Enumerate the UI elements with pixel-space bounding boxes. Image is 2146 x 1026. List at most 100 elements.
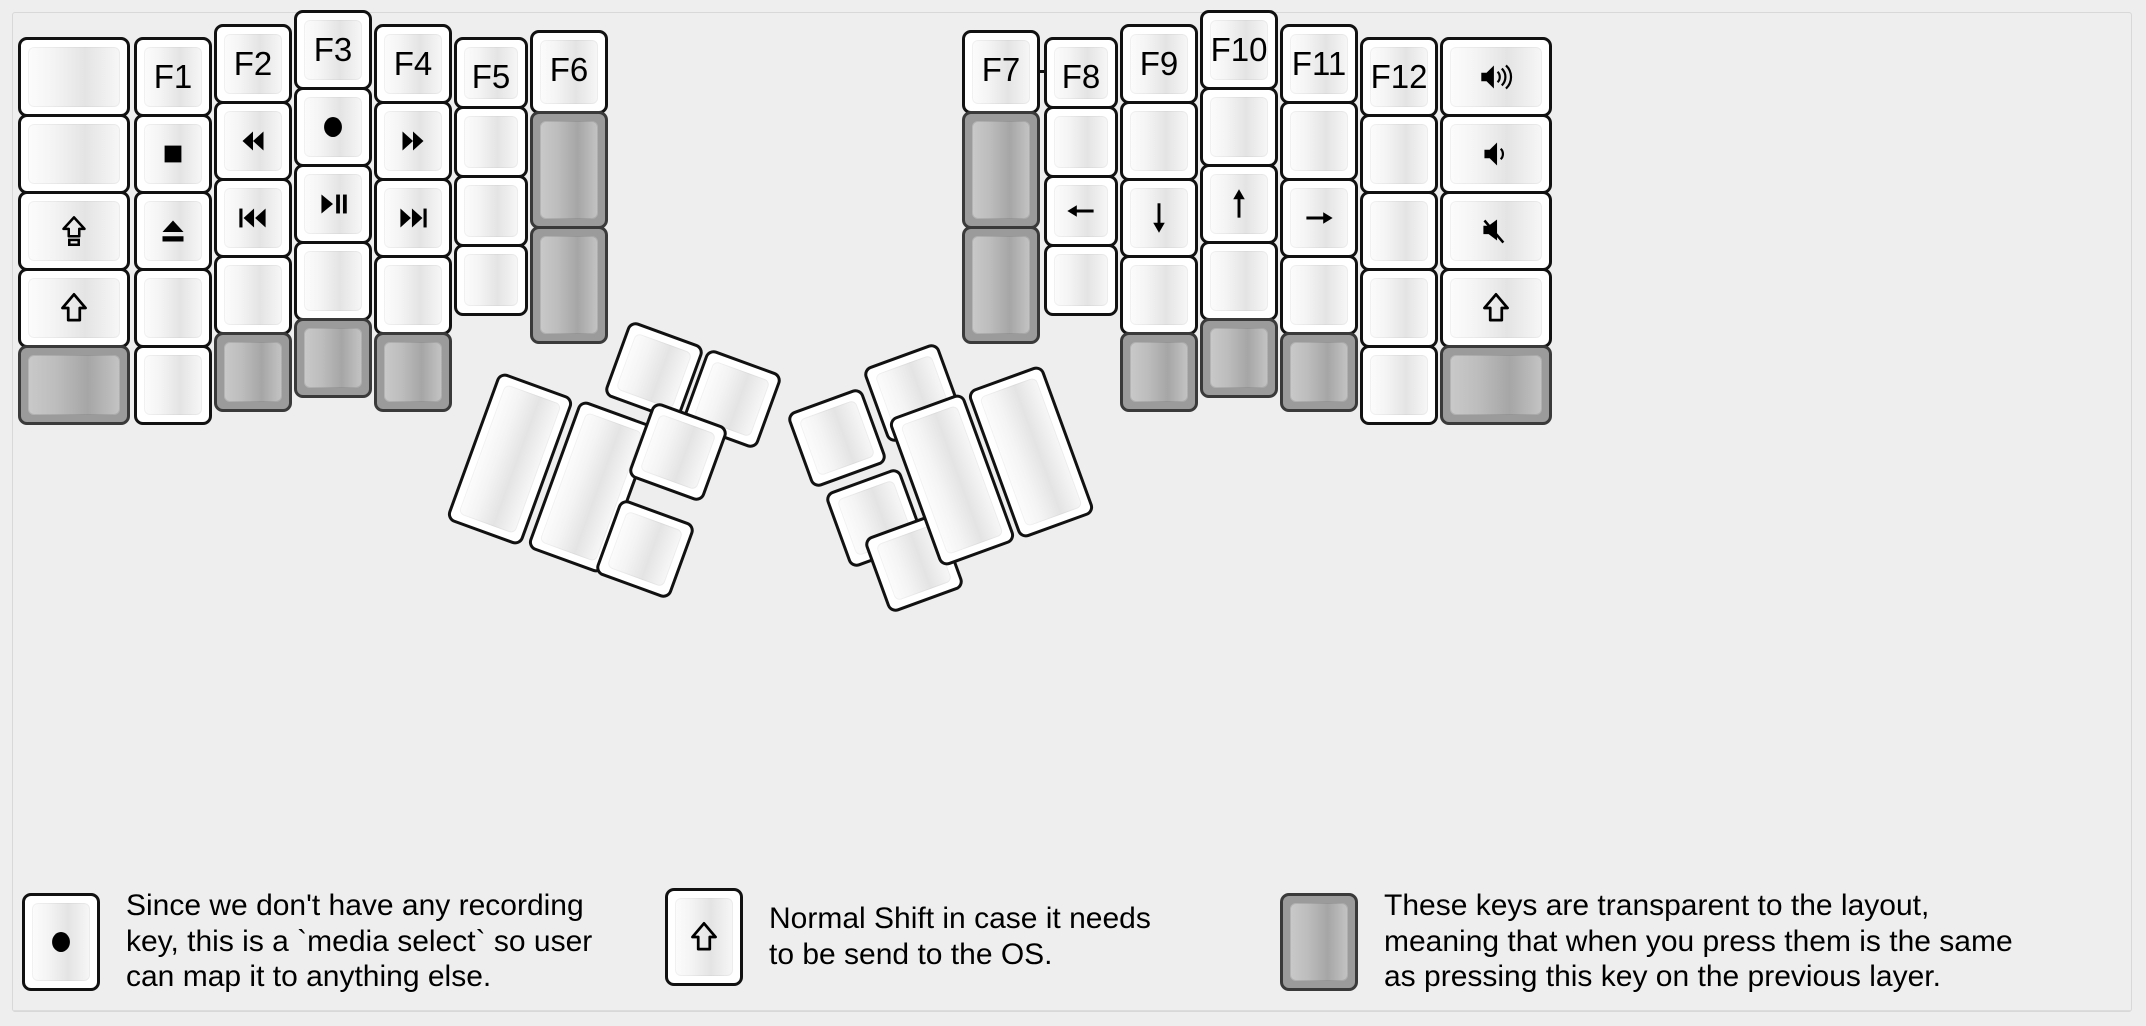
- key-transparent-r1c7r5[interactable]: [1440, 345, 1552, 425]
- key-label-empty: [533, 114, 605, 226]
- key-label-empty: [965, 229, 1037, 341]
- key-blank-l1c6r2[interactable]: [454, 106, 528, 178]
- key-label-empty: [137, 348, 209, 422]
- key-blank-l1c6r3[interactable]: [454, 175, 528, 247]
- key-transparent-l1c5r5[interactable]: [374, 332, 452, 412]
- key-transparent-r1c3r5[interactable]: [1120, 332, 1198, 412]
- key-arrow-right[interactable]: [1280, 178, 1358, 258]
- key-blank-r1c2r2[interactable]: [1044, 106, 1118, 178]
- key-blank-r1c6r2[interactable]: [1360, 114, 1438, 194]
- key-shift-left[interactable]: [18, 268, 130, 348]
- key-volume-up[interactable]: [1440, 37, 1552, 117]
- key-volume-down[interactable]: [1440, 114, 1552, 194]
- key-media-fastforward[interactable]: [374, 101, 452, 181]
- key-label-empty: [1047, 247, 1115, 313]
- key-blank-r1c5r2[interactable]: [1280, 101, 1358, 181]
- key-label: F10: [1210, 31, 1268, 68]
- key-arrow-left[interactable]: [1044, 175, 1118, 247]
- key-f11[interactable]: F11: [1280, 24, 1358, 104]
- keycap-surface: [1210, 328, 1268, 388]
- key-blank-l1c1r2[interactable]: [18, 114, 130, 194]
- key-media-record[interactable]: [294, 87, 372, 167]
- key-blank-r1c6r5[interactable]: [1360, 345, 1438, 425]
- key-transparent-r1c4r5[interactable]: [1200, 318, 1278, 398]
- legend-text-1: Since we don't have any recording key, t…: [126, 889, 593, 994]
- key-blank-r1c3r4[interactable]: [1120, 255, 1198, 335]
- keycap-surface: [1130, 342, 1188, 402]
- key-blank-r1c6r4[interactable]: [1360, 268, 1438, 348]
- key-label-empty: [1443, 348, 1549, 422]
- key-blank-l1c5r4[interactable]: [374, 255, 452, 335]
- key-media-prev-track[interactable]: [214, 178, 292, 258]
- key-transparent-l1c7r2[interactable]: [530, 111, 608, 229]
- key-label: F5: [471, 58, 511, 95]
- key-transparent-l1c1r5[interactable]: [18, 345, 130, 425]
- key-f3[interactable]: F3: [294, 10, 372, 90]
- keycap-surface: [1290, 34, 1348, 94]
- key-volume-mute[interactable]: [1440, 191, 1552, 271]
- key-f9[interactable]: F9: [1120, 24, 1198, 104]
- key-blank-l1c2r5[interactable]: [134, 345, 212, 425]
- key-f1[interactable]: F1: [134, 37, 212, 117]
- key-blank-l1c1r1[interactable]: [18, 37, 130, 117]
- key-label-empty: [377, 258, 449, 332]
- key-media-stop[interactable]: [134, 114, 212, 194]
- key-label-empty: [790, 391, 885, 486]
- key-label-empty: [457, 178, 525, 244]
- key-media-rewind[interactable]: [214, 101, 292, 181]
- key-f10[interactable]: F10: [1200, 10, 1278, 90]
- key-blank-l1c3r4[interactable]: [214, 255, 292, 335]
- key-label-empty: [965, 114, 1037, 226]
- keycap-surface: [1054, 47, 1108, 99]
- key-blank-r1c2r4[interactable]: [1044, 244, 1118, 316]
- key-arrow-down[interactable]: [1120, 178, 1198, 258]
- keycap-surface: [304, 328, 362, 388]
- key-blank-l1c6r4[interactable]: [454, 244, 528, 316]
- keycap-surface: [384, 34, 442, 94]
- key-transparent-r1c1r3[interactable]: [962, 226, 1040, 344]
- keycap-surface: [304, 251, 362, 311]
- key-media-eject[interactable]: [134, 191, 212, 271]
- key-blank-l1c4r4[interactable]: [294, 241, 372, 321]
- keycap-surface: [1450, 355, 1542, 415]
- key-f8[interactable]: F8: [1044, 37, 1118, 109]
- key-f6[interactable]: F6: [530, 30, 608, 114]
- eject-icon: [137, 194, 209, 268]
- key-f4[interactable]: F4: [374, 24, 452, 104]
- keycap-surface: [464, 254, 518, 306]
- key-transparent-r1c1r2[interactable]: [962, 111, 1040, 229]
- key-transparent-l1c4r5[interactable]: [294, 318, 372, 398]
- key-transparent-l1c3r5[interactable]: [214, 332, 292, 412]
- key-f5[interactable]: F5: [454, 37, 528, 109]
- key-label-empty: [1123, 104, 1195, 178]
- key-transparent-r1c5r5[interactable]: [1280, 332, 1358, 412]
- key-blank-r1c3r2[interactable]: [1120, 101, 1198, 181]
- key-media-playpause[interactable]: [294, 164, 372, 244]
- key-f7[interactable]: F7: [962, 30, 1040, 114]
- arrow-left-icon: [1047, 178, 1115, 244]
- key-transparent-l1c7r3[interactable]: [530, 226, 608, 344]
- keycap-surface: [1370, 355, 1428, 415]
- key-f12[interactable]: F12: [1360, 37, 1438, 117]
- keycap-surface: [224, 342, 282, 402]
- record-icon: [25, 896, 97, 988]
- shift-arrow-icon: [21, 271, 127, 345]
- key-label-empty: [21, 348, 127, 422]
- key-blank-r1c4r4[interactable]: [1200, 241, 1278, 321]
- key-blank-r1c4r2[interactable]: [1200, 87, 1278, 167]
- shift-arrow-icon: [1443, 271, 1549, 345]
- key-label-empty: [533, 229, 605, 341]
- key-media-next-track[interactable]: [374, 178, 452, 258]
- key-f2[interactable]: F2: [214, 24, 292, 104]
- footer-divider: [13, 1010, 2131, 1011]
- volume-down-icon: [1443, 117, 1549, 191]
- key-blank-l1c2r4[interactable]: [134, 268, 212, 348]
- next-track-icon: [377, 181, 449, 255]
- key-capslock[interactable]: [18, 191, 130, 271]
- prev-track-icon: [217, 181, 289, 255]
- key-blank-r1c5r4[interactable]: [1280, 255, 1358, 335]
- key-blank-r1c6r3[interactable]: [1360, 191, 1438, 271]
- key-shift-right[interactable]: [1440, 268, 1552, 348]
- key-arrow-up[interactable]: [1200, 164, 1278, 244]
